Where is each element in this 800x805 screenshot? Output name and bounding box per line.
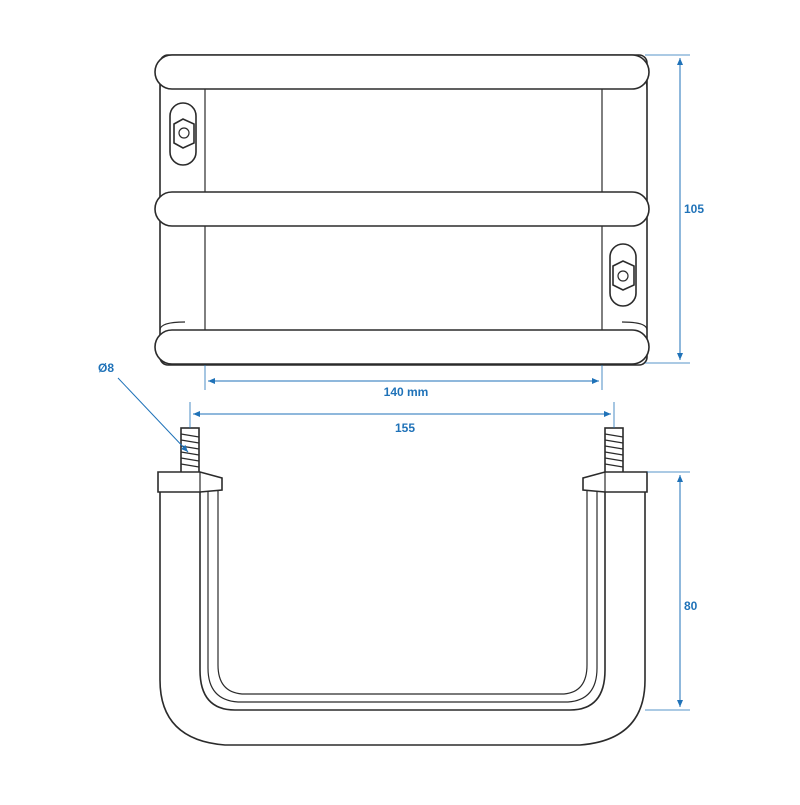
dimension-label-diameter: Ø8 [98,361,114,375]
u-bolt-inner-line [207,490,598,703]
top-bar [154,54,650,90]
middle-bar [154,191,650,227]
left-thread [180,427,200,474]
clamp-plate-top-view [154,54,650,366]
bottom-bar [154,329,650,365]
dimension-105: 105 [645,54,704,364]
u-bolt [157,427,648,746]
dimension-label-155: 155 [395,421,415,435]
right-slot-with-nut [609,243,637,307]
dimension-label-105: 105 [684,202,704,216]
dimension-label-140mm: 140 mm [384,385,429,399]
dimension-155: 155 [189,402,615,435]
right-thread [604,427,624,474]
dimension-140mm: 140 mm [204,365,603,399]
u-bolt-body [159,486,646,746]
left-nut [157,471,223,493]
dimension-label-80: 80 [684,599,698,613]
right-nut [582,471,648,493]
u-bolt-inner-line-2 [217,490,588,695]
dimension-80: 80 [645,471,698,711]
left-slot-with-nut [169,102,197,166]
dimension-diameter: Ø8 [98,361,189,453]
corner-boss-bottom-right [621,321,648,331]
corner-boss-bottom-left [159,321,186,331]
